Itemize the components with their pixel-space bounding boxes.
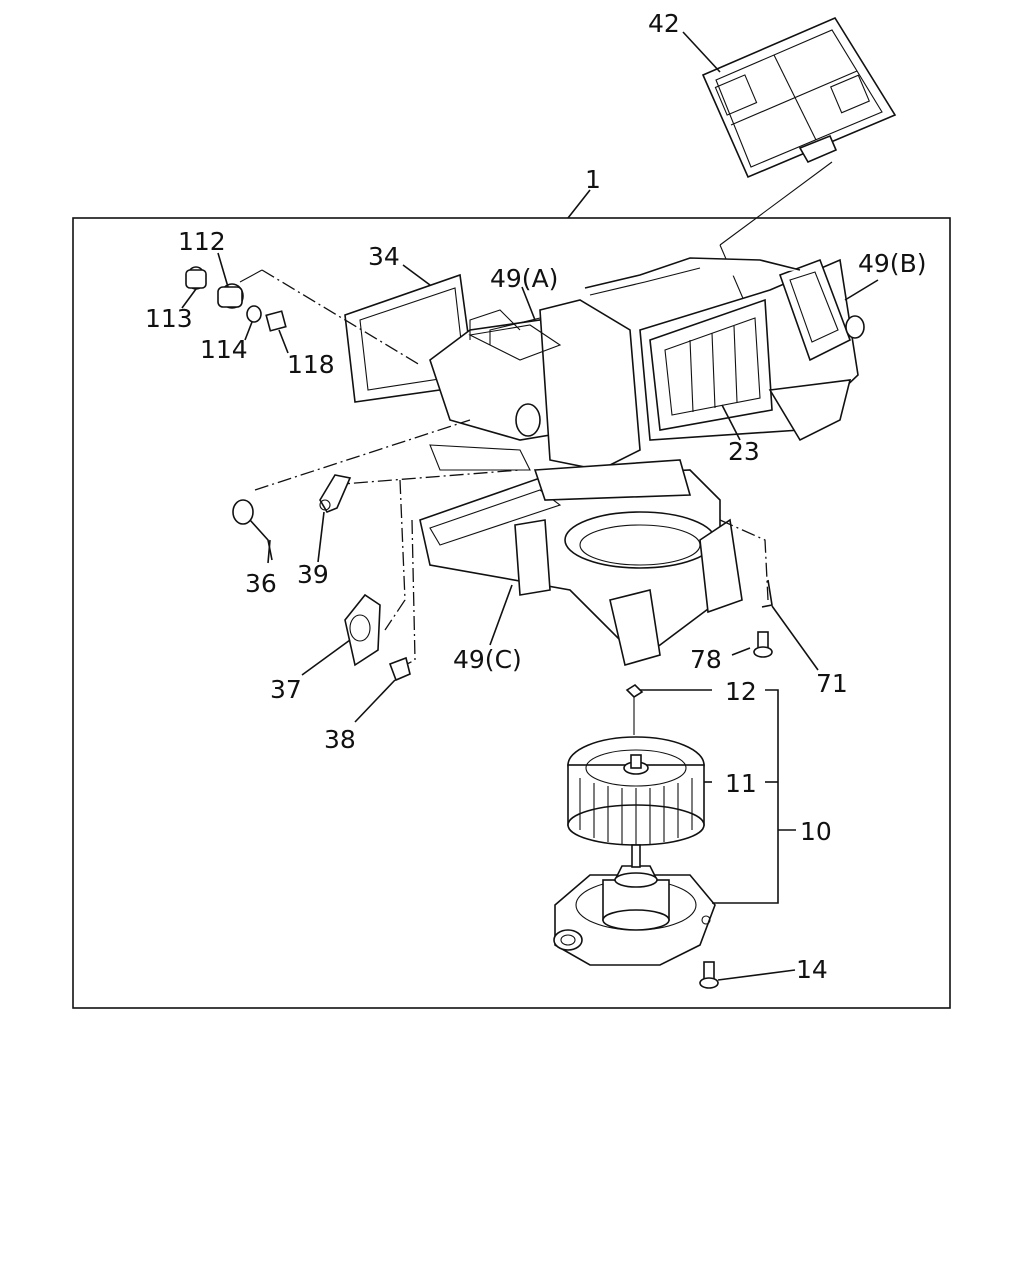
label-34: 34 [368,242,400,271]
clip-part [388,656,411,682]
label-39: 39 [297,560,329,589]
label-78: 78 [690,645,722,674]
label-23: 23 [728,437,760,466]
seal-plate-part [344,593,381,667]
fan-wheel-part [567,736,705,846]
label-114: 114 [200,335,248,364]
screw-78-part [753,631,773,658]
label-118: 118 [287,350,335,379]
label-10: 10 [800,817,832,846]
label-112: 112 [178,227,226,256]
label-49a: 49(A) [490,264,558,293]
label-14: 14 [796,955,828,984]
label-37: 37 [270,675,302,704]
label-12: 12 [725,677,757,706]
label-1: 1 [585,165,601,194]
motor-part [553,844,716,966]
main-housing-49a [429,299,641,471]
assembly-frame [72,217,951,1009]
label-11: 11 [725,769,757,798]
filter-part [701,16,897,179]
label-42: 42 [648,9,680,38]
bracket-part [761,579,773,608]
clip-12-part [625,683,644,699]
label-49c: 49(C) [453,645,522,674]
label-38: 38 [324,725,356,754]
screw-14-part [699,961,719,989]
fittings-group [185,266,287,332]
label-71: 71 [816,669,848,698]
housing-49b [639,258,865,442]
label-36: 36 [245,569,277,598]
label-113: 113 [145,304,193,333]
label-49b: 49(B) [858,249,926,278]
leader-lines [181,31,879,981]
blower-housing-49c [419,459,743,667]
spring-part [232,499,273,561]
link-part [319,474,352,513]
